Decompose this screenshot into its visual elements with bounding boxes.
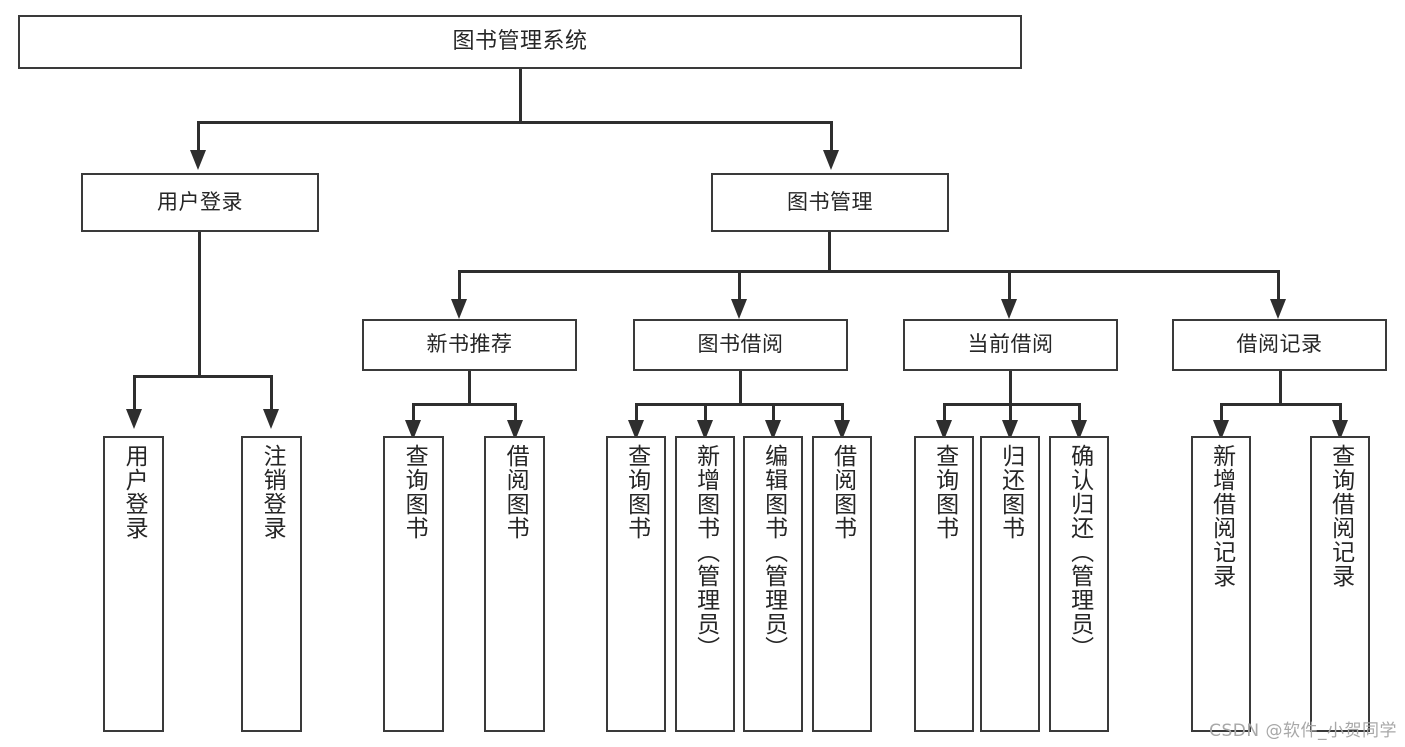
edge-book-manage-stem: [828, 232, 831, 270]
edge-new-book-to-leaf-2: [514, 403, 517, 421]
edge-new-book-bus: [412, 403, 517, 406]
edge-book-borrow-bus: [635, 403, 843, 406]
node-new-book-recommend[interactable]: 新书推荐: [362, 319, 577, 371]
arrow-current-borrow-leaf-1-icon: [936, 420, 952, 440]
node-leaf-logout-login[interactable]: 注销登录: [241, 436, 302, 732]
edge-book-borrow-stem: [739, 371, 742, 403]
edge-root-bus: [197, 121, 833, 124]
edge-user-login-bus: [133, 375, 273, 378]
arrow-root-to-book-manage-icon: [823, 150, 839, 170]
edge-user-login-to-leaf-1: [133, 375, 136, 410]
node-leaf-edit-book[interactable]: 编辑图书（管理员）: [743, 436, 803, 732]
node-leaf-query-book-1[interactable]: 查询图书: [383, 436, 444, 732]
edge-current-borrow-to-leaf-2: [1009, 403, 1012, 421]
arrow-book-borrow-leaf-1-icon: [628, 420, 644, 440]
arrow-book-borrow-leaf-3-icon: [765, 420, 781, 440]
arrow-current-borrow-leaf-2-icon: [1002, 420, 1018, 440]
node-new-book-recommend-label: 新书推荐: [426, 332, 513, 357]
edge-new-book-stem: [468, 371, 471, 403]
edge-root-to-user-login: [197, 121, 200, 151]
arrow-borrow-record-leaf-1-icon: [1213, 420, 1229, 440]
node-leaf-return-book-label: 归还图书: [997, 444, 1024, 540]
arrow-user-login-leaf-1-icon: [126, 409, 142, 429]
edge-book-manage-to-current-borrow: [1008, 270, 1011, 300]
node-leaf-borrow-book-1-label: 借阅图书: [502, 444, 529, 540]
edge-new-book-to-leaf-1: [412, 403, 415, 421]
node-leaf-user-login-label: 用户登录: [121, 444, 148, 540]
arrow-new-book-leaf-2-icon: [507, 420, 523, 440]
node-leaf-confirm-return[interactable]: 确认归还（管理员）: [1049, 436, 1109, 732]
node-leaf-add-record-label: 新增借阅记录: [1208, 444, 1235, 588]
node-borrow-record-label: 借阅记录: [1236, 332, 1323, 357]
edge-borrow-record-to-leaf-2: [1339, 403, 1342, 421]
node-current-borrow-label: 当前借阅: [967, 332, 1054, 357]
edge-current-borrow-to-leaf-3: [1078, 403, 1081, 421]
node-leaf-add-book[interactable]: 新增图书（管理员）: [675, 436, 735, 732]
node-leaf-return-book[interactable]: 归还图书: [980, 436, 1040, 732]
edge-book-manage-to-new-book: [458, 270, 461, 300]
node-leaf-query-record[interactable]: 查询借阅记录: [1310, 436, 1370, 732]
edge-current-borrow-to-leaf-1: [943, 403, 946, 421]
node-leaf-user-login[interactable]: 用户登录: [103, 436, 164, 732]
arrow-root-to-user-login-icon: [190, 150, 206, 170]
node-book-manage[interactable]: 图书管理: [711, 173, 949, 232]
node-leaf-borrow-book-2[interactable]: 借阅图书: [812, 436, 872, 732]
node-leaf-borrow-book-2-label: 借阅图书: [829, 444, 856, 540]
node-leaf-borrow-book-1[interactable]: 借阅图书: [484, 436, 545, 732]
node-leaf-query-book-2[interactable]: 查询图书: [606, 436, 666, 732]
arrow-book-borrow-leaf-2-icon: [697, 420, 713, 440]
edge-book-borrow-to-leaf-4: [841, 403, 844, 421]
arrow-new-book-leaf-1-icon: [405, 420, 421, 440]
edge-book-borrow-to-leaf-2: [704, 403, 707, 421]
node-book-manage-label: 图书管理: [787, 189, 873, 214]
edge-root-to-book-manage: [830, 121, 833, 151]
edge-borrow-record-to-leaf-1: [1220, 403, 1223, 421]
edge-book-manage-to-book-borrow: [738, 270, 741, 300]
edge-user-login-stem: [198, 232, 201, 375]
node-leaf-query-book-3[interactable]: 查询图书: [914, 436, 974, 732]
node-borrow-record[interactable]: 借阅记录: [1172, 319, 1387, 371]
arrow-book-borrow-icon: [731, 299, 747, 319]
node-leaf-add-record[interactable]: 新增借阅记录: [1191, 436, 1251, 732]
node-leaf-confirm-return-label: 确认归还（管理员）: [1066, 444, 1093, 660]
edge-book-borrow-to-leaf-3: [772, 403, 775, 421]
node-user-login-label: 用户登录: [157, 189, 243, 214]
edge-user-login-to-leaf-2: [270, 375, 273, 410]
node-leaf-query-record-label: 查询借阅记录: [1327, 444, 1354, 588]
edge-book-manage-to-borrow-record: [1277, 270, 1280, 300]
node-leaf-edit-book-label: 编辑图书（管理员）: [760, 444, 787, 660]
arrow-borrow-record-leaf-2-icon: [1332, 420, 1348, 440]
edge-book-manage-bus: [458, 270, 1280, 273]
arrow-borrow-record-icon: [1270, 299, 1286, 319]
edge-borrow-record-bus: [1220, 403, 1340, 406]
edge-borrow-record-stem: [1279, 371, 1282, 403]
arrow-book-borrow-leaf-4-icon: [834, 420, 850, 440]
node-book-borrow-label: 图书借阅: [697, 332, 784, 357]
node-root-label: 图书管理系统: [452, 28, 588, 54]
node-leaf-add-book-label: 新增图书（管理员）: [692, 444, 719, 660]
node-leaf-query-book-3-label: 查询图书: [931, 444, 958, 540]
node-root[interactable]: 图书管理系统: [18, 15, 1022, 69]
node-current-borrow[interactable]: 当前借阅: [903, 319, 1118, 371]
node-leaf-query-book-2-label: 查询图书: [623, 444, 650, 540]
node-book-borrow[interactable]: 图书借阅: [633, 319, 848, 371]
arrow-new-book-recommend-icon: [451, 299, 467, 319]
edge-book-borrow-to-leaf-1: [635, 403, 638, 421]
node-leaf-query-book-1-label: 查询图书: [401, 444, 428, 540]
node-user-login[interactable]: 用户登录: [81, 173, 319, 232]
arrow-current-borrow-leaf-3-icon: [1071, 420, 1087, 440]
arrow-current-borrow-icon: [1001, 299, 1017, 319]
arrow-user-login-leaf-2-icon: [263, 409, 279, 429]
node-leaf-logout-login-label: 注销登录: [259, 444, 286, 540]
edge-current-borrow-stem: [1009, 371, 1012, 403]
edge-root-stem: [519, 69, 522, 121]
